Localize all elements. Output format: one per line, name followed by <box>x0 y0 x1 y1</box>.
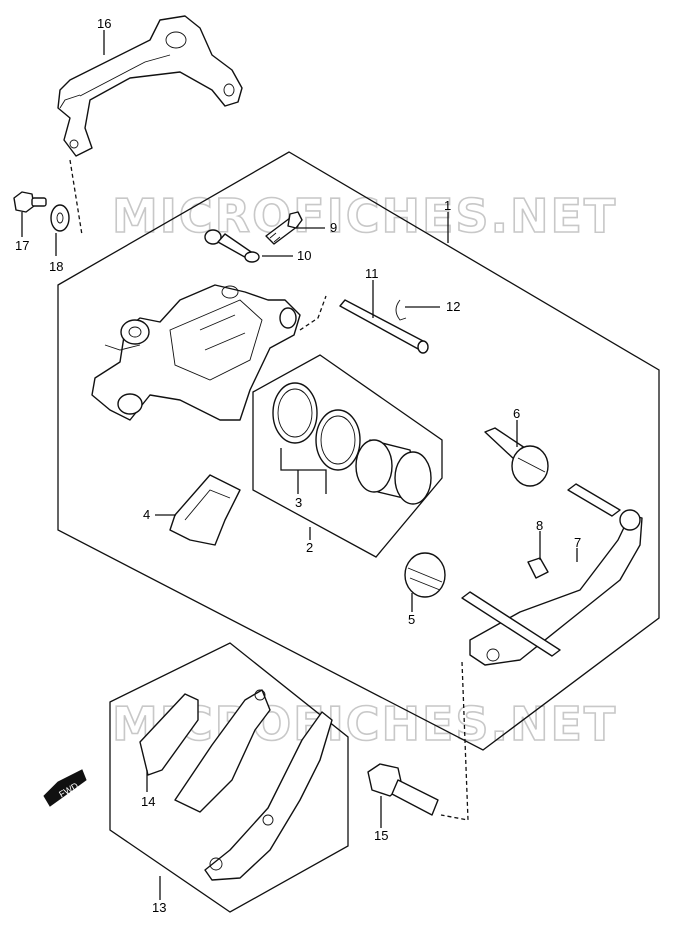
washer <box>50 204 70 232</box>
callout-5: 5 <box>408 612 415 627</box>
callout-14: 14 <box>141 794 155 809</box>
piston <box>355 439 432 505</box>
pad-spring <box>169 474 241 546</box>
assembly-frame <box>57 151 660 751</box>
piston-seal-outer <box>272 382 318 444</box>
caliper-bracket <box>57 15 243 157</box>
callout-4: 4 <box>143 507 150 522</box>
slide-pin <box>484 427 549 487</box>
pad-pin <box>339 299 429 354</box>
caliper-leader <box>299 295 327 331</box>
bleeder-cap <box>204 229 260 263</box>
callout-6: 6 <box>513 406 520 421</box>
pad-set-frame <box>109 642 349 913</box>
callout-11: 11 <box>365 266 379 281</box>
leader-lines <box>21 30 578 900</box>
brake-pad-inner <box>139 693 199 776</box>
callout-9: 9 <box>330 220 337 235</box>
callout-16: 16 <box>97 16 111 31</box>
callout-3: 3 <box>295 495 302 510</box>
brake-pad-shim <box>204 711 333 881</box>
callout-7: 7 <box>574 535 581 550</box>
piston-kit-frame <box>252 354 443 558</box>
bracket-bolt <box>13 191 47 213</box>
callout-1: 1 <box>444 198 451 213</box>
brake-pad-outer <box>174 689 271 813</box>
pin-clip <box>395 299 407 321</box>
bracket-leader-dashed <box>69 159 83 236</box>
piston-seal-inner <box>315 409 361 471</box>
callout-8: 8 <box>536 518 543 533</box>
callout-15: 15 <box>374 828 388 843</box>
callout-2: 2 <box>306 540 313 555</box>
callout-10: 10 <box>297 248 311 263</box>
slide-pin-boot <box>404 552 446 598</box>
caliper-body <box>91 284 301 421</box>
forward-direction-icon: FWD <box>43 769 87 807</box>
arm-clip <box>527 557 549 579</box>
watermark-top: MICROFICHES.NET <box>112 189 617 243</box>
callout-12: 12 <box>446 299 460 314</box>
axle-bolt <box>367 763 439 816</box>
bleeder-valve <box>265 211 303 245</box>
callout-13: 13 <box>152 900 166 915</box>
callout-labels: 1 2 3 4 5 6 7 8 9 10 11 12 13 14 15 16 1… <box>15 16 581 915</box>
torque-arm <box>461 483 643 666</box>
callout-17: 17 <box>15 238 29 253</box>
callout-18: 18 <box>49 259 63 274</box>
